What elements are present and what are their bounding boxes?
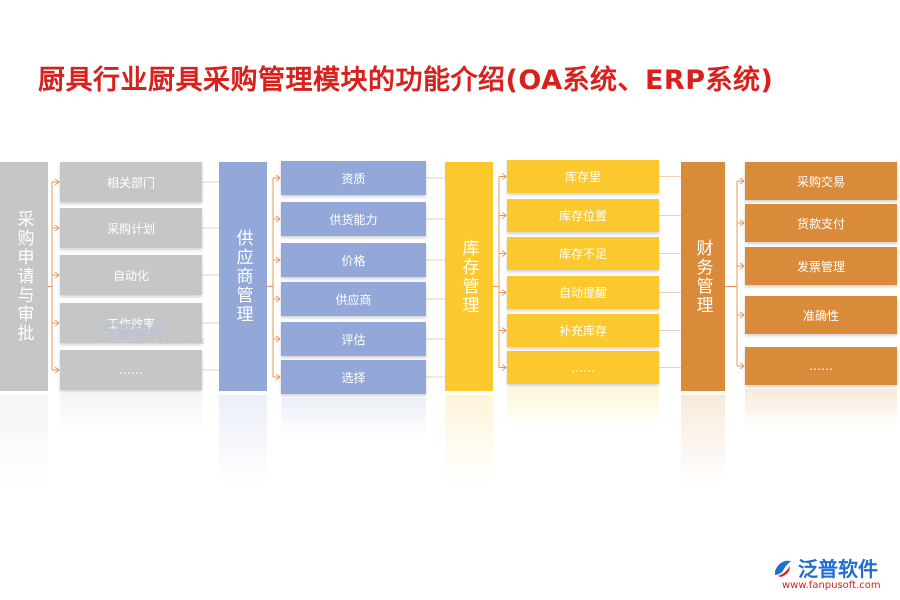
finance-management-arrow-icon [739, 311, 745, 319]
finance-management-item: 发票管理 [745, 247, 897, 285]
purchase-request-arrow-icon [54, 319, 60, 327]
finance-management-header: 财务管理 [681, 162, 725, 391]
inventory-management-arrow-icon [501, 250, 507, 257]
page-title: 厨具行业厨具采购管理模块的功能介绍(OA系统、ERP系统) [38, 65, 774, 96]
purchase-request-arrow-icon [54, 224, 60, 232]
finance-management-arrow-icon [739, 262, 745, 270]
logo-url: www.fanpusoft.com [782, 580, 881, 591]
purchase-request-arrow-icon [54, 271, 60, 279]
logo-text: 泛普软件 [798, 557, 878, 581]
purchase-request-item: 工作效率 [60, 303, 202, 343]
supplier-management-arrow-icon [275, 174, 281, 182]
watermark-subtext: FANPU SOFTWARE [128, 338, 206, 346]
inventory-management-arrow-icon [501, 364, 507, 371]
inventory-management-item: …… [507, 351, 659, 384]
finance-management-items-reflection [745, 389, 897, 429]
supplier-management-arrow-icon [275, 256, 281, 264]
supplier-management-item: 供应商 [281, 282, 426, 316]
finance-management-item: 准确性 [745, 296, 897, 334]
purchase-request-header: 采购申请与审批 [0, 162, 48, 391]
inventory-management-items-reflection [507, 388, 659, 428]
purchase-request-items-reflection [60, 394, 202, 434]
purchase-request-arrow-icon [54, 178, 60, 186]
inventory-management-item: 自动提醒 [507, 276, 659, 309]
watermark-text: 泛普软件 [98, 323, 166, 343]
finance-management-arrow-icon [739, 219, 745, 227]
purchase-request-header-reflection [0, 395, 48, 485]
purchase-request-arrow-icon [54, 366, 60, 374]
supplier-management-item: 评估 [281, 322, 426, 356]
purchase-request-item: …… [60, 350, 202, 390]
inventory-management-item: 库存位置 [507, 199, 659, 232]
inventory-management-arrow-icon [501, 212, 507, 219]
purchase-request-item: 自动化 [60, 255, 202, 295]
supplier-management-item: 资质 [281, 161, 426, 195]
finance-management-header-reflection [681, 395, 725, 485]
purchase-request-item: 采购计划 [60, 208, 202, 248]
inventory-management-arrow-icon [501, 289, 507, 296]
inventory-management-item: 库存不足 [507, 237, 659, 270]
finance-management-item: …… [745, 347, 897, 385]
supplier-management-arrow-icon [275, 215, 281, 223]
supplier-management-arrow-icon [275, 295, 281, 303]
finance-management-item: 采购交易 [745, 162, 897, 200]
supplier-management-item: 价格 [281, 243, 426, 277]
inventory-management-item: 库存里 [507, 160, 659, 193]
finance-management-arrow-icon [739, 362, 745, 370]
inventory-management-header: 库存管理 [445, 162, 493, 391]
inventory-management-arrow-icon [501, 173, 507, 180]
supplier-management-arrow-icon [275, 373, 281, 381]
supplier-management-header-reflection [219, 395, 267, 485]
brand-logo: 泛普软件 [772, 553, 878, 582]
finance-management-item: 货款支付 [745, 204, 897, 242]
inventory-management-item: 补充库存 [507, 314, 659, 347]
supplier-management-item: 选择 [281, 360, 426, 394]
fanpu-logo-icon [775, 560, 791, 577]
supplier-management-item: 供货能力 [281, 202, 426, 236]
inventory-management-arrow-icon [501, 327, 507, 334]
inventory-management-header-reflection [445, 395, 493, 485]
purchase-request-item: 相关部门 [60, 162, 202, 202]
finance-management-arrow-icon [739, 177, 745, 185]
supplier-management-arrow-icon [275, 335, 281, 343]
supplier-management-items-reflection [281, 398, 426, 438]
supplier-management-header: 供应商管理 [219, 162, 267, 391]
